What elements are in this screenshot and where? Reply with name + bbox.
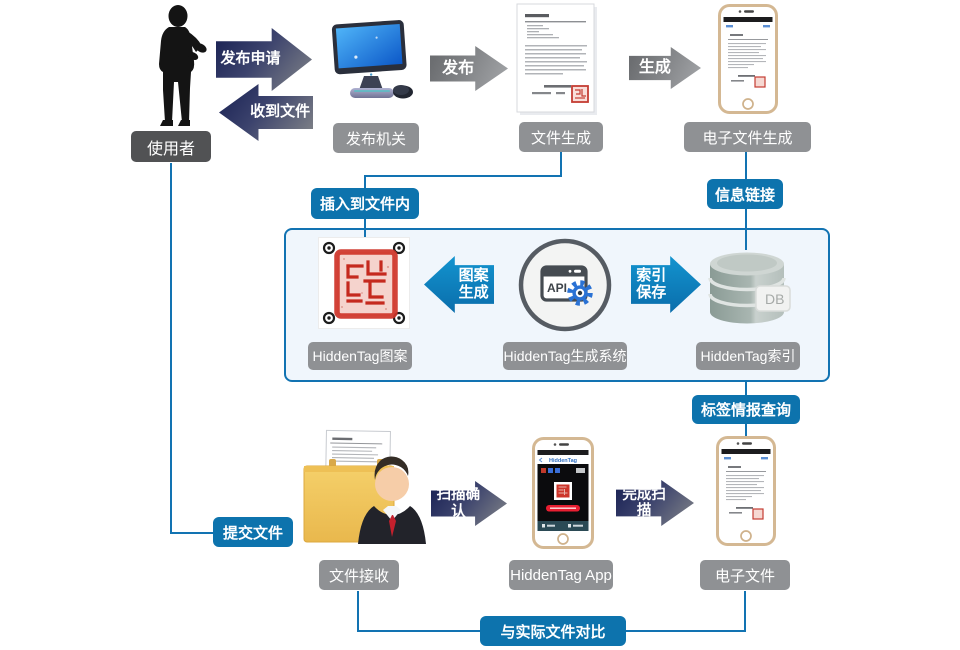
arrow-generate-label: 生成	[638, 59, 671, 77]
node-label-hiddentag-app-text: HiddenTag App	[510, 566, 612, 584]
folder-businessman-icon	[303, 429, 426, 544]
badge-insert-into-doc: 插入到文件内	[311, 188, 419, 219]
api-browser-gear-icon: API	[518, 238, 612, 332]
node-label-publisher: 发布机关	[333, 123, 419, 153]
desktop-computer-icon	[331, 20, 413, 99]
node-label-hiddentag-image: HiddenTag图案	[308, 342, 412, 370]
smartphone-document-icon	[718, 4, 778, 114]
node-label-hiddentag-app: HiddenTag App	[509, 560, 613, 590]
database-cylinder-icon: DB	[708, 252, 791, 324]
arrow-scan-confirm-label: 扫描确认	[436, 487, 481, 520]
node-label-user-text: 使用者	[146, 140, 195, 158]
node-label-edoc-text: 电子文件	[714, 567, 775, 585]
arrow-scan-complete-label: 完成扫描	[622, 486, 666, 519]
node-label-edoc: 电子文件	[700, 560, 790, 590]
badge-info-link-text: 信息链接	[714, 186, 775, 204]
badge-submit-doc: 提交文件	[213, 517, 293, 547]
arrow-publish-request-label: 发布申请	[220, 50, 281, 68]
connector-user-to-submit	[170, 163, 213, 534]
db-label: DB	[765, 291, 784, 307]
connector-edoc-to-compare	[624, 591, 746, 632]
red-seal-stamp-icon	[318, 237, 410, 329]
arrow-publish-label: 发布	[442, 59, 475, 77]
node-label-hiddentag-system: HiddenTag生成系统	[503, 342, 627, 370]
node-label-doc-receive: 文件接收	[319, 560, 399, 590]
node-label-edoc-generation: 电子文件生成	[684, 122, 811, 152]
node-label-hiddentag-image-text: HiddenTag图案	[312, 348, 408, 364]
badge-compare-with-actual: 与实际文件对比	[480, 616, 626, 646]
badge-info-link: 信息链接	[707, 179, 783, 209]
smartphone-document-icon	[716, 436, 776, 546]
smartphone-scanner-icon: HiddenTag	[532, 437, 594, 549]
app-brand-label: HiddenTag	[549, 458, 577, 464]
paper-document-icon	[516, 3, 597, 115]
user-silhouette-icon	[159, 5, 207, 126]
arrow-pattern-generation-label: 图案生成	[458, 266, 489, 301]
api-label: API	[547, 281, 567, 295]
back-chevron-icon	[538, 457, 543, 463]
node-label-doc-receive-text: 文件接收	[328, 567, 389, 585]
badge-insert-into-doc-text: 插入到文件内	[319, 196, 410, 213]
arrow-index-save-label: 索引保存	[636, 266, 667, 301]
badge-submit-doc-text: 提交文件	[222, 524, 283, 542]
connector-receive-to-compare	[357, 591, 481, 632]
node-label-publisher-text: 发布机关	[345, 130, 406, 148]
node-label-edoc-generation-text: 电子文件生成	[702, 129, 793, 147]
badge-compare-with-actual-text: 与实际文件对比	[500, 623, 606, 641]
arrow-receive-doc-label: 收到文件	[250, 103, 311, 121]
node-label-user: 使用者	[131, 131, 211, 162]
node-label-hiddentag-index-text: HiddenTag索引	[700, 348, 796, 364]
node-label-doc-generation-text: 文件生成	[530, 129, 591, 147]
gear-icon	[567, 280, 593, 306]
badge-tag-info-query: 标签情报查询	[692, 395, 800, 424]
node-label-hiddentag-index: HiddenTag索引	[696, 342, 800, 370]
badge-tag-info-query-text: 标签情报查询	[700, 402, 791, 419]
node-label-hiddentag-system-text: HiddenTag生成系统	[503, 348, 627, 364]
node-label-doc-generation: 文件生成	[519, 122, 603, 152]
